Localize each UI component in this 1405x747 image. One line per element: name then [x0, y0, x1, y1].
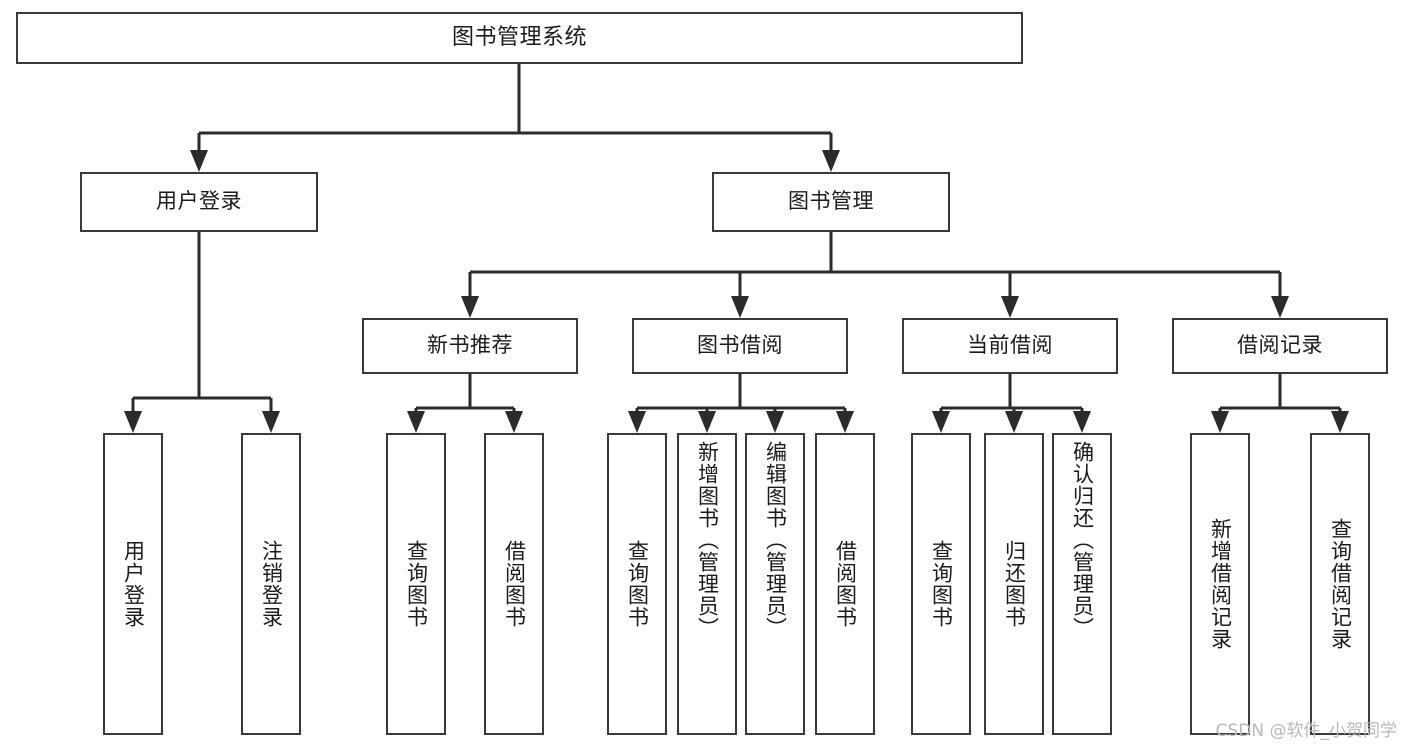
node-label: 图书管理系统 [451, 24, 587, 50]
node-label: 新增图书（管理员） [695, 441, 720, 639]
node-label: 借阅记录 [1237, 333, 1323, 358]
node-root[interactable]: 图书管理系统 [16, 12, 1023, 64]
node-leaf-borrow-book[interactable]: 借阅图书 [815, 433, 875, 735]
node-level2-book-management[interactable]: 图书管理 [712, 172, 950, 232]
node-label: 新书推荐 [427, 333, 513, 358]
node-label: 当前借阅 [967, 333, 1053, 358]
node-label: 用户登录 [156, 189, 242, 214]
node-label: 查询图书 [625, 540, 650, 628]
node-leaf-query-borrow-record[interactable]: 查询借阅记录 [1310, 433, 1370, 735]
node-level3-current-borrow[interactable]: 当前借阅 [902, 318, 1118, 374]
node-leaf-return-book[interactable]: 归还图书 [984, 433, 1044, 735]
node-level3-new-book-recommend[interactable]: 新书推荐 [362, 318, 578, 374]
node-label: 查询图书 [929, 540, 954, 628]
node-label: 图书管理 [788, 189, 874, 214]
node-label: 确认归还（管理员） [1070, 441, 1095, 639]
node-leaf-user-login[interactable]: 用户登录 [103, 433, 163, 735]
node-leaf-add-borrow-record[interactable]: 新增借阅记录 [1190, 433, 1250, 735]
node-leaf-logout-login[interactable]: 注销登录 [241, 433, 301, 735]
node-leaf-query-book-borrow[interactable]: 查询图书 [607, 433, 667, 735]
node-leaf-edit-book-admin[interactable]: 编辑图书（管理员） [745, 433, 805, 735]
node-label: 查询借阅记录 [1328, 518, 1353, 650]
node-label: 用户登录 [121, 540, 146, 628]
node-label: 归还图书 [1002, 540, 1027, 628]
node-label: 图书借阅 [697, 333, 783, 358]
node-label: 编辑图书（管理员） [763, 441, 788, 639]
node-label: 查询图书 [404, 540, 429, 628]
node-leaf-query-book-recommend[interactable]: 查询图书 [386, 433, 446, 735]
node-leaf-add-book-admin[interactable]: 新增图书（管理员） [677, 433, 737, 735]
watermark: CSDN @软件_小贺同学 [1215, 721, 1397, 741]
node-label: 借阅图书 [502, 540, 527, 628]
node-label: 注销登录 [259, 540, 284, 628]
node-level2-user-login[interactable]: 用户登录 [80, 172, 318, 232]
node-level3-book-borrow[interactable]: 图书借阅 [632, 318, 848, 374]
node-leaf-query-book-current[interactable]: 查询图书 [911, 433, 971, 735]
node-leaf-confirm-return-admin[interactable]: 确认归还（管理员） [1052, 433, 1112, 735]
node-level3-borrow-record[interactable]: 借阅记录 [1172, 318, 1388, 374]
node-label: 借阅图书 [833, 540, 858, 628]
node-leaf-borrow-book-recommend[interactable]: 借阅图书 [484, 433, 544, 735]
node-label: 新增借阅记录 [1208, 518, 1233, 650]
